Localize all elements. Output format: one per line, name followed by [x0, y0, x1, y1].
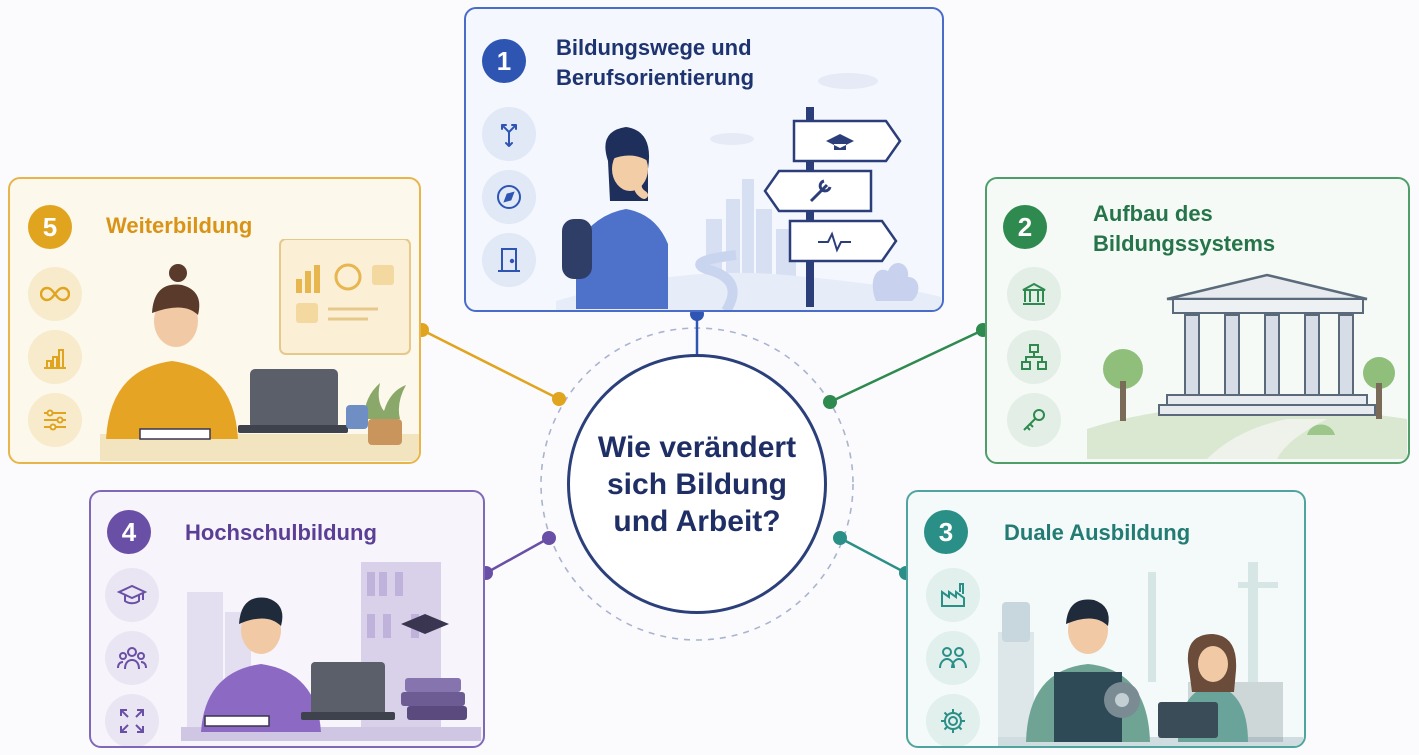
- sliders-icon: [28, 393, 82, 447]
- apprenticeship-illustration: [998, 562, 1303, 746]
- connector-2: [829, 328, 984, 404]
- topic-number-badge: 5: [28, 205, 72, 249]
- connector-dot-3a: [833, 531, 847, 545]
- topic-title: Weiterbildung: [106, 213, 253, 238]
- connector-5: [421, 328, 560, 401]
- topic-title: Aufbau des Bildungssystems: [1093, 201, 1276, 256]
- central-question: Wie verändert sich Bildung und Arbeit?: [597, 430, 797, 538]
- topic-card-bildungssystem[interactable]: 2 Aufbau des Bildungssystems: [985, 177, 1410, 464]
- topic-number-badge: 1: [482, 39, 526, 83]
- connector-3: [839, 536, 907, 575]
- connector-dot-4a: [542, 531, 556, 545]
- topic-title: Bildungswege und Berufsorientierung: [556, 35, 755, 90]
- central-question-node: Wie verändert sich Bildung und Arbeit?: [567, 354, 827, 614]
- people-swap-icon: [926, 631, 980, 685]
- signpost-illustration: [556, 73, 941, 310]
- expand-icon: [105, 694, 159, 746]
- topic-title: Hochschulbildung: [185, 520, 377, 545]
- hierarchy-icon: [1007, 330, 1061, 384]
- topic-number-badge: 4: [107, 510, 151, 554]
- factory-icon: [926, 568, 980, 622]
- infinity-icon: [28, 267, 82, 321]
- institution-icon: [1007, 267, 1061, 321]
- key-icon: [1007, 393, 1061, 447]
- bar-chart-icon: [28, 330, 82, 384]
- online-learning-illustration: [100, 239, 419, 461]
- topic-number-badge: 2: [1003, 205, 1047, 249]
- gear-icon: [926, 694, 980, 746]
- connector-dot-5b: [552, 392, 566, 406]
- topic-card-hochschulbildung[interactable]: 4 Hochschulbildung: [89, 490, 485, 748]
- topic-title: Duale Ausbildung: [1004, 520, 1191, 545]
- compass-icon: [482, 170, 536, 224]
- topic-number-badge: 3: [924, 510, 968, 554]
- connector-4: [485, 536, 550, 575]
- topic-card-weiterbildung[interactable]: 5 Weiterbildung: [8, 177, 421, 464]
- connector-dot-2a: [823, 395, 837, 409]
- arrows-split-icon: [482, 107, 536, 161]
- group-icon: [105, 631, 159, 685]
- school-building-illustration: [1087, 273, 1407, 459]
- graduation-cap-icon: [105, 568, 159, 622]
- topic-card-duale-ausbildung[interactable]: 3 Duale Ausbildung: [906, 490, 1306, 748]
- door-icon: [482, 233, 536, 287]
- university-student-illustration: [181, 562, 481, 741]
- topic-card-bildungswege[interactable]: 1 Bildungswege und Berufsorientierung: [464, 7, 944, 312]
